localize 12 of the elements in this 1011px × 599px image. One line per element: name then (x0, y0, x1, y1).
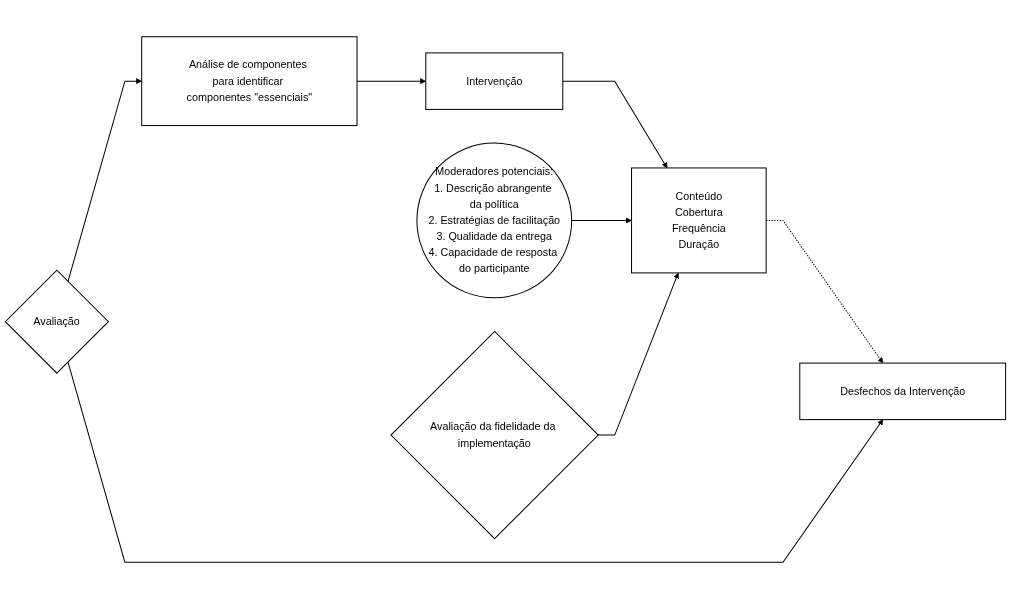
node-circle: Moderadores potenciais: 1. Descrição abrangente da política 2. Estratégias de facilitação 3. Qualidade da entrega 4. Capacidade de resposta do participante (416, 142, 573, 299)
arrow (571, 217, 632, 224)
node-box: Análise de componentes para identificar componentes "essenciais" (141, 36, 358, 127)
arrow (562, 80, 668, 169)
node-box: Desfechos da Intervenção (799, 362, 1007, 421)
node-box: Intervenção (425, 52, 564, 110)
node-diamond: Avaliação da fidelidade da implementação (390, 330, 599, 540)
arrow (67, 361, 884, 563)
arrow (67, 78, 142, 283)
node-box: Conteúdo Cobertura Frequência Duração (631, 167, 767, 274)
node-diamond: Avaliação (4, 269, 110, 374)
arrow (597, 272, 680, 436)
